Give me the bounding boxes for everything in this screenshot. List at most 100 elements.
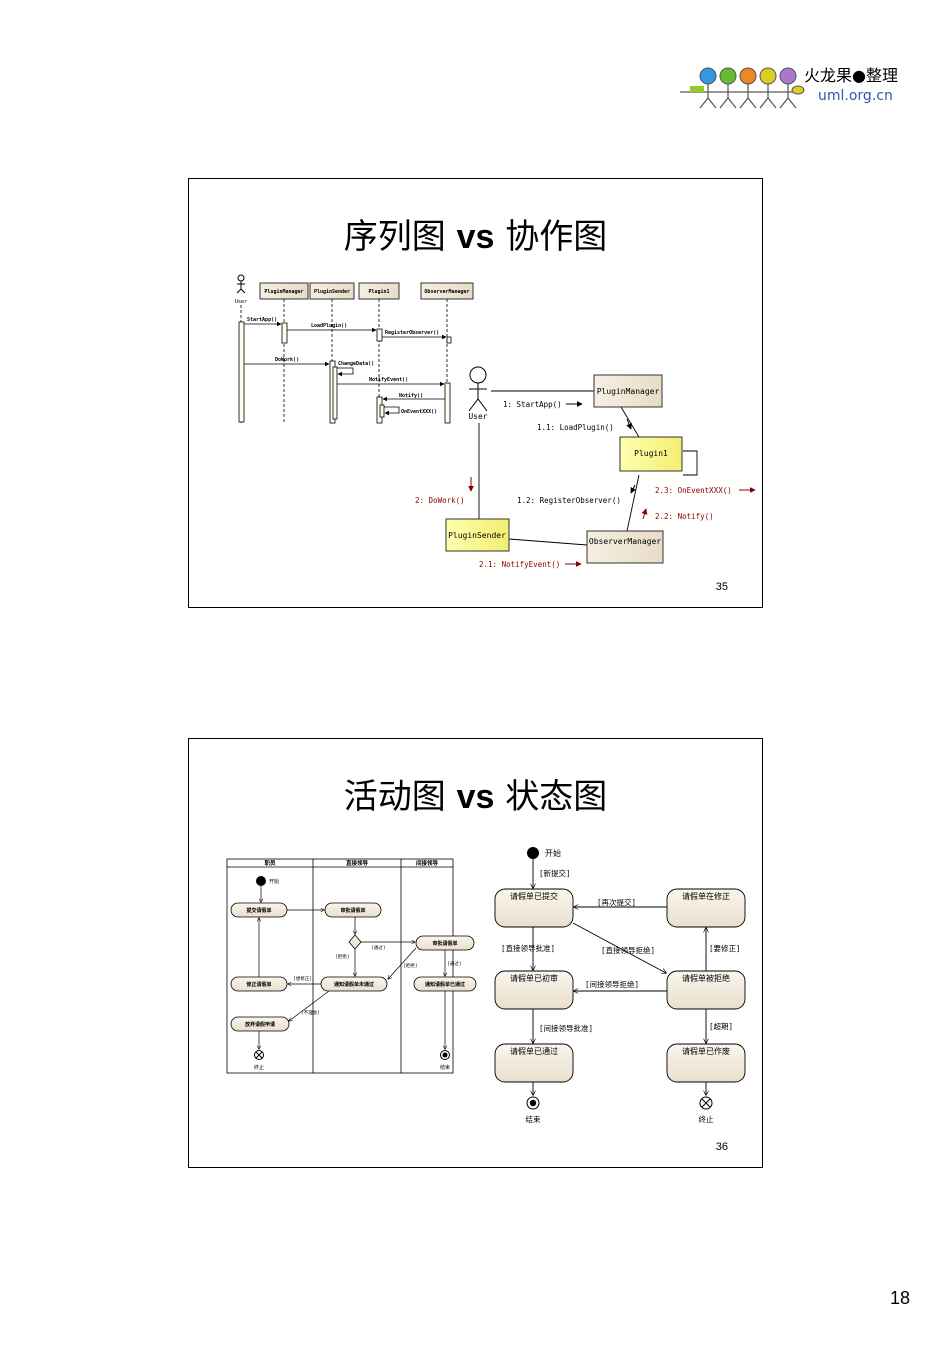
- act-label-3: 修正请假单: [245, 981, 271, 988]
- act-guard-4: [想修正]: [293, 975, 312, 982]
- state-tr-resubmit: [再次提交]: [597, 897, 636, 907]
- activation-ps-nested: [332, 366, 338, 420]
- page-number: 18: [889, 1288, 910, 1308]
- activation-om-a: [446, 336, 452, 344]
- activity-start-label: 开始: [269, 878, 279, 885]
- state-terminate-icon: [699, 1096, 713, 1110]
- activity-and-state-diagram: 职员 直接领导 间接领导 开始 提交请假单 审批请假单 审批请假单 修正请假单 …: [226, 847, 746, 1124]
- lifeline-label-0: PluginManager: [264, 289, 303, 295]
- state-submitted: [494, 888, 574, 928]
- act-label-1: 审批请假单: [340, 907, 365, 914]
- state-approved: [494, 1043, 574, 1083]
- act-final-icon: [440, 1050, 450, 1060]
- act-guard-1: [拒绝]: [335, 953, 349, 960]
- collab-plugin1-label: Plugin1: [634, 449, 668, 458]
- act-guard-0: [通过]: [371, 944, 385, 951]
- state-tr-direct-approve: [直接领导批准]: [501, 943, 555, 953]
- activation-user: [238, 321, 245, 423]
- state-first-review-label: 请假单已初审: [510, 973, 558, 983]
- collab-object-plugin1: [619, 436, 683, 472]
- seq-msg-changedata: ChangeData(): [338, 361, 374, 367]
- title-vs: vs: [456, 778, 495, 816]
- state-start: [527, 847, 539, 859]
- state-first-review: [494, 970, 574, 1010]
- state-correcting: [666, 888, 746, 928]
- slide-35: 序列图 vs 协作图 User PluginManager PluginSend…: [188, 178, 763, 608]
- state-tr-indirect-reject: [间接领导拒绝]: [585, 979, 639, 989]
- state-approved-label: 请假单已通过: [510, 1046, 558, 1056]
- state-tr-direct-reject: [直接领导拒绝]: [601, 945, 655, 955]
- state-rejected-label: 请假单被拒绝: [682, 973, 730, 983]
- act-node-1: [324, 902, 382, 918]
- activation-plugin1-c: [379, 404, 385, 418]
- collab-object-plugin-sender: [445, 518, 510, 552]
- state-correcting-label: 请假单在修正: [682, 891, 730, 901]
- collab-object-plugin-manager: [593, 374, 663, 408]
- slide-number: 35: [715, 581, 728, 593]
- title-left: 活动图: [343, 777, 446, 817]
- activation-om: [444, 382, 451, 424]
- slide-title: 活动图 vs 状态图: [189, 769, 762, 818]
- sequence-and-collaboration-diagram: User PluginManager PluginSender Plugin1 …: [235, 274, 756, 569]
- act-final-label: 结束: [440, 1064, 450, 1071]
- lane-0: 职员: [264, 859, 276, 867]
- act-guard-2: [拒绝]: [403, 962, 417, 969]
- seq-msg-notifyevent: NotifyEvent(): [369, 377, 408, 383]
- collab-observer-manager-label: ObserverManager: [589, 537, 661, 546]
- seq-msg-loadplugin: LoadPlugin(): [311, 323, 347, 329]
- collab-plugin-sender-label: PluginSender: [448, 531, 506, 540]
- collab-msg-2-3: 2.3: OnEventXXX(): [655, 486, 732, 495]
- state-tr-new: [新提交]: [539, 868, 571, 878]
- lifeline-label-2: Plugin1: [368, 289, 389, 295]
- collab-msg-2-2: 2.2: Notify(): [655, 512, 714, 521]
- seq-msg-notify: Notify(): [399, 393, 423, 399]
- activity-start: [256, 876, 266, 886]
- act-terminate-label: 终止: [254, 1064, 264, 1071]
- act-terminate-icon: [254, 1050, 264, 1060]
- sequence-actor: User: [235, 274, 247, 305]
- collab-plugin-manager-label: PluginManager: [597, 387, 660, 396]
- collab-msg-2: 2: DoWork(): [415, 496, 465, 505]
- activation-plugin1-a: [376, 328, 383, 342]
- lifeline-label-1: PluginSender: [314, 289, 350, 295]
- sequence-actor-label: User: [235, 299, 247, 305]
- collab-msg-2-1: 2.1: NotifyEvent(): [479, 560, 560, 569]
- state-final-label: 结束: [526, 1114, 541, 1124]
- slide-36: 活动图 vs 状态图 职员 直接领导 间接领导 开始: [188, 738, 763, 1168]
- act-guard-5: [不理会]: [301, 1009, 320, 1016]
- act-label-5: 通知请假单已通过: [425, 981, 465, 988]
- collab-msg-1-1: 1.1: LoadPlugin(): [537, 423, 614, 432]
- slide-number: 36: [715, 1141, 728, 1153]
- collab-object-observer-manager: [586, 530, 664, 564]
- act-label-4: 通知请假单未通过: [334, 981, 374, 988]
- act-label-0: 提交请假单: [246, 907, 271, 914]
- act-decision: [348, 934, 362, 950]
- seq-msg-dowork: DoWork(): [275, 357, 299, 363]
- state-final-icon: [526, 1096, 540, 1110]
- state-tr-indirect-approve: [间接领导批准]: [539, 1023, 593, 1033]
- title-vs: vs: [456, 218, 495, 256]
- lane-1: 直接领导: [346, 859, 369, 867]
- seq-msg-registerobserver: RegisterObserver(): [385, 330, 439, 336]
- collab-msg-1: 1: StartApp(): [503, 400, 562, 409]
- act-label-6: 放弃请假申请: [244, 1021, 275, 1028]
- act-label-2: 审批请假单: [432, 940, 457, 947]
- act-guard-3: [通过]: [447, 960, 461, 967]
- uml-logo-icon: [680, 67, 805, 109]
- collab-actor: User: [468, 366, 488, 421]
- slide-title: 序列图 vs 协作图: [189, 209, 762, 258]
- state-submitted-label: 请假单已提交: [510, 891, 558, 901]
- seq-msg-oneventxxx: OnEventXXX(): [401, 409, 437, 415]
- title-right: 状态图: [505, 777, 608, 817]
- state-start-label: 开始: [545, 848, 561, 858]
- act-node-6: [230, 1016, 290, 1032]
- collab-msg-1-2: 1.2: RegisterObserver(): [517, 496, 621, 505]
- seq-msg-startapp: StartApp(): [247, 317, 277, 323]
- logo-url-text: uml.org.cn: [818, 88, 893, 104]
- logo-brand-text: 火龙果●整理: [804, 66, 898, 85]
- state-voided-label: 请假单已作废: [682, 1046, 730, 1056]
- state-terminate-label: 终止: [699, 1114, 714, 1124]
- state-tr-expired: [超期]: [709, 1022, 733, 1031]
- activation-pm: [281, 322, 288, 344]
- collab-actor-label: User: [468, 412, 487, 421]
